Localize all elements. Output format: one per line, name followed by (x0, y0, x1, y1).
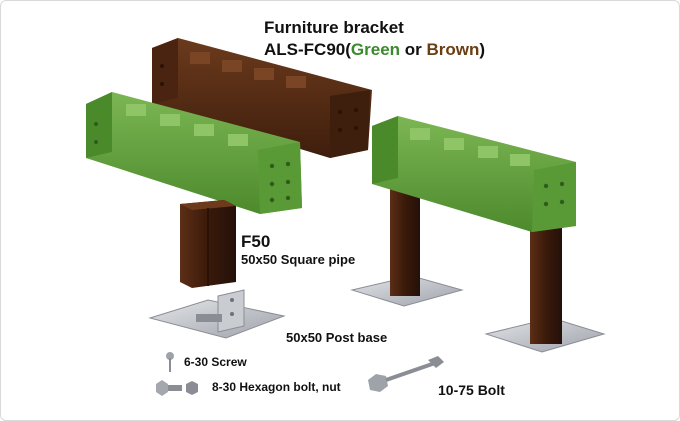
model-suffix: ) (479, 40, 486, 59)
model-or: or (400, 40, 427, 59)
brown-bracket (152, 38, 372, 158)
green-bracket-left (86, 92, 302, 214)
product-title: Furniture bracket (264, 18, 404, 37)
post-base-label: 50x50 Post base (286, 330, 388, 345)
pipe-code-label: F50 (241, 232, 271, 251)
hex-bolt-nut-icon (156, 380, 198, 396)
screw-icon (166, 352, 174, 372)
model-prefix: ALS-FC90( (264, 40, 351, 59)
bolt-icon (368, 356, 444, 392)
bolt-label: 10-75 Bolt (438, 382, 505, 398)
square-pipe (180, 200, 236, 288)
assembled-table (350, 116, 606, 353)
screw-label: 6-30 Screw (184, 355, 247, 369)
post-base (148, 289, 286, 339)
model-green: Green (350, 40, 401, 59)
pipe-desc-label: 50x50 Square pipe (241, 252, 356, 267)
model-brown: Brown (426, 40, 480, 59)
model-line: ALS-FC90(Green or Brown) (264, 40, 485, 60)
hex-bolt-label: 8-30 Hexagon bolt, nut (212, 380, 341, 394)
